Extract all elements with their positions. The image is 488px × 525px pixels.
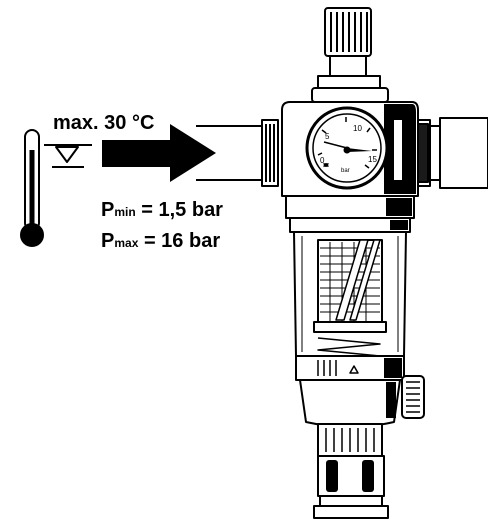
inlet-pipe <box>196 119 279 187</box>
pmin-value: = 1,5 bar <box>141 199 223 221</box>
thermometer-icon <box>20 129 44 247</box>
gauge-tick-10: 10 <box>353 124 362 133</box>
drain-valve-knob <box>401 375 425 419</box>
filter-bowl <box>293 231 407 357</box>
pmin-symbol: P <box>101 199 115 221</box>
water-level-icon <box>44 144 92 168</box>
pressure-adjustment-knob <box>311 7 389 103</box>
gauge-tick-15: 15 <box>368 155 377 164</box>
pmax-value: = 16 bar <box>143 230 221 252</box>
flow-direction-arrow-icon <box>102 124 216 182</box>
drain-assembly <box>313 423 389 519</box>
lower-collar <box>295 355 405 428</box>
gauge-tick-5: 5 <box>325 132 330 141</box>
outlet-pipe <box>411 117 488 189</box>
pmin-subscript: min <box>114 205 136 219</box>
pressure-gauge <box>305 106 389 190</box>
min-pressure-label: Pmin = 1,5 bar <box>101 199 223 222</box>
pmax-symbol: P <box>101 230 115 252</box>
max-pressure-label: Pmax = 16 bar <box>101 230 220 253</box>
max-temperature-label: max. 30 °C <box>53 112 155 134</box>
gauge-unit: bar <box>341 168 350 174</box>
pmax-subscript: max <box>114 236 139 250</box>
gauge-tick-0: 0 <box>320 156 325 165</box>
